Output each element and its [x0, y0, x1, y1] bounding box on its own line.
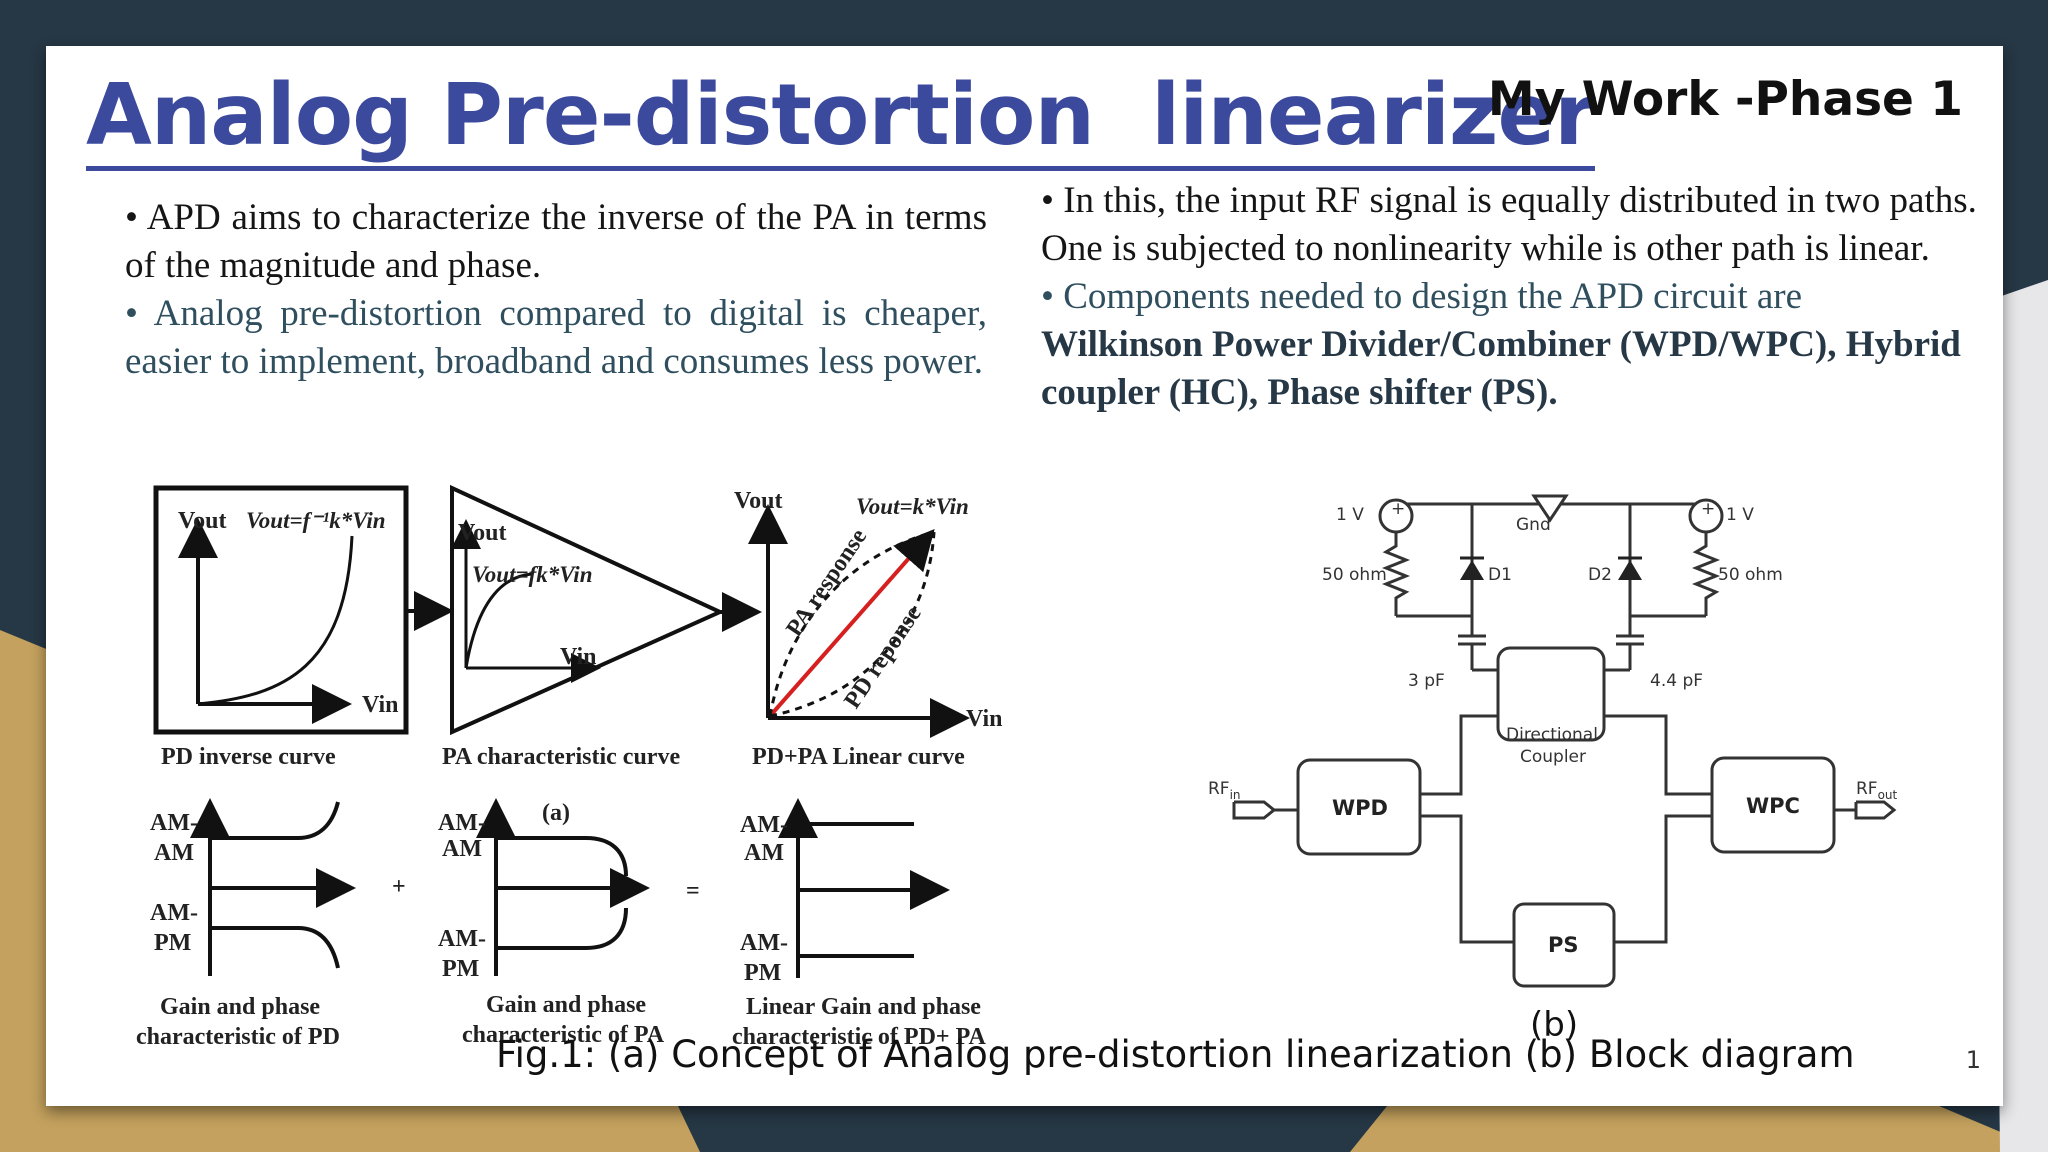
linear-gain-phase-panel: AM- AM AM- PM Linear Gain and phase char…: [732, 798, 986, 1050]
d2-label: D2: [1588, 565, 1612, 585]
figure-b-block-diagram: + + 1 V 1 V Gnd 50 ohm 50 ohm D1 D2 3 pF…: [1208, 494, 1898, 1045]
lin-amam-label-1: AM-: [740, 812, 788, 838]
lin-ampm-label-1: AM-: [740, 930, 788, 956]
right-bullet-2: • Components needed to design the APD ci…: [1041, 276, 1803, 317]
lin-curve-caption: PD+PA Linear curve: [752, 744, 965, 770]
wpc-block-label: WPC: [1746, 794, 1800, 818]
pd-amam-label-2: AM: [154, 840, 194, 866]
pa-gp-caption-2: characteristic of PA: [462, 1022, 665, 1048]
pd-inverse-curve-panel: Vout Vout=f⁻¹k*Vin Vin PD inverse curve: [153, 485, 409, 770]
pd-gp-caption-2: characteristic of PD: [136, 1024, 340, 1050]
pd-ampm-label-2: PM: [154, 930, 191, 956]
pa-gain-phase-panel: (a) AM- AM AM- PM Gain and phase charact…: [438, 798, 665, 1048]
slide: Analog Pre-distortion linearizer My Work…: [46, 46, 2003, 1106]
lin-ampm-label-2: PM: [744, 960, 781, 986]
r-left-label: 50 ohm: [1322, 565, 1387, 585]
lin-gp-caption-1: Linear Gain and phase: [746, 994, 981, 1020]
pd-gp-caption-1: Gain and phase: [160, 994, 320, 1020]
left-text-block: • APD aims to characterize the inverse o…: [125, 194, 987, 386]
pd-response-label: PD reponse: [839, 601, 926, 713]
right-text-block: • In this, the input RF signal is equall…: [1041, 177, 2003, 417]
gnd-label: Gnd: [1516, 515, 1551, 535]
pd-inverse-curve-caption: PD inverse curve: [161, 744, 336, 770]
pa-vin-label: Vin: [560, 644, 596, 670]
page-number: 1: [1965, 1046, 1981, 1074]
right-bullet-2-components: Wilkinson Power Divider/Combiner (WPD/WP…: [1041, 324, 1961, 413]
coupler-label-1: Directional: [1506, 725, 1598, 745]
wpd-block-label: WPD: [1332, 796, 1388, 820]
r-right-label: 50 ohm: [1718, 565, 1783, 585]
coupler-label-2: Coupler: [1520, 747, 1586, 767]
pd-vout-label: Vout: [178, 508, 226, 534]
figure-caption: Fig.1: (a) Concept of Analog pre-distort…: [496, 1033, 1855, 1076]
c-left-label: 3 pF: [1408, 671, 1445, 691]
lin-gp-caption-2: characteristic of PD+ PA: [732, 1024, 986, 1050]
right-bullet-1: • In this, the input RF signal is equall…: [1041, 180, 1977, 269]
pa-amam-label-1: AM-: [438, 810, 486, 836]
c-right-label: 4.4 pF: [1650, 671, 1703, 691]
svg-text:+: +: [1701, 499, 1715, 519]
lin-vout-label: Vout: [734, 488, 782, 514]
plus-sign: +: [392, 874, 406, 900]
lin-equation: Vout=k*Vin: [856, 494, 969, 519]
pd-gain-phase-panel: AM- AM AM- PM Gain and phase characteris…: [136, 798, 356, 1050]
label-b: (b): [1530, 1005, 1578, 1045]
rf-in-label: RFin: [1208, 779, 1241, 802]
left-bullet-1: • APD aims to characterize the inverse o…: [125, 197, 987, 286]
slide-title: Analog Pre-distortion linearizer: [86, 66, 1596, 171]
pa-gp-caption-1: Gain and phase: [486, 992, 646, 1018]
label-a: (a): [542, 800, 570, 826]
linear-curve-panel: Vout Vout=k*Vin Vin PA response PD repon…: [734, 488, 1002, 770]
ps-block-label: PS: [1548, 933, 1579, 957]
svg-text:+: +: [1391, 499, 1405, 519]
v1-left-label: 1 V: [1336, 505, 1364, 525]
pd-ampm-label-1: AM-: [150, 900, 198, 926]
pa-equation: Vout=fk*Vin: [472, 562, 593, 587]
pa-ampm-label-1: AM-: [438, 926, 486, 952]
pd-amam-label-1: AM-: [150, 810, 198, 836]
pa-amam-label-2: AM: [442, 836, 482, 862]
pa-response-label: PA response: [781, 524, 872, 641]
phase-label: My Work -Phase 1: [1487, 72, 1963, 127]
pa-characteristic-panel: Vout Vout=fk*Vin Vin PA characteristic c…: [442, 484, 725, 770]
lin-amam-label-2: AM: [744, 840, 784, 866]
pa-characteristic-caption: PA characteristic curve: [442, 744, 680, 770]
d1-label: D1: [1488, 565, 1512, 585]
left-bullet-2: • Analog pre-distortion compared to digi…: [125, 293, 987, 382]
pd-equation: Vout=f⁻¹k*Vin: [246, 508, 386, 533]
pd-vin-label: Vin: [362, 692, 398, 718]
rf-out-label: RFout: [1856, 779, 1898, 802]
pa-ampm-label-2: PM: [442, 956, 479, 982]
pa-vout-label: Vout: [458, 520, 506, 546]
v1-right-label: 1 V: [1726, 505, 1754, 525]
figure-a-concept-diagram: Vout Vout=f⁻¹k*Vin Vin PD inverse curve …: [136, 484, 1002, 1050]
lin-vin-label: Vin: [966, 706, 1002, 732]
equals-sign: =: [686, 878, 700, 904]
